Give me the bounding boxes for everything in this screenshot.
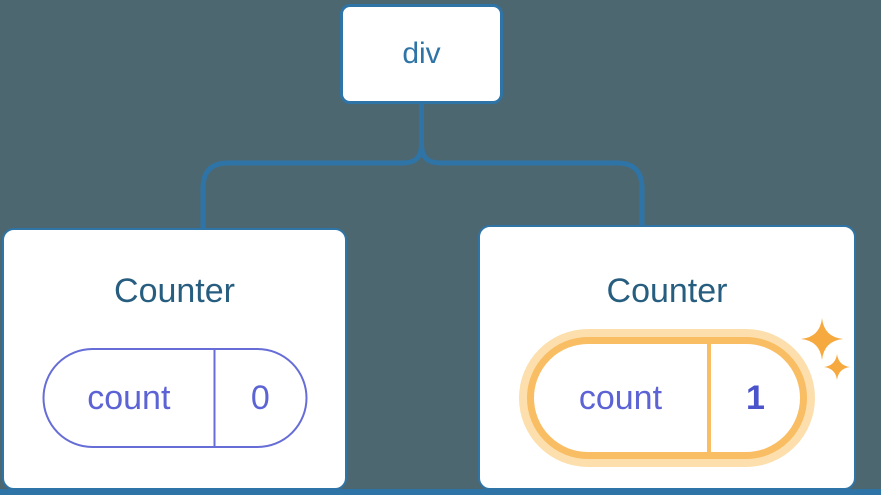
state-key-label: count xyxy=(534,344,711,452)
state-pill: count 0 xyxy=(42,348,307,448)
sparkle-small xyxy=(824,354,850,380)
state-value: 0 xyxy=(250,378,270,417)
bottom-edge-bar xyxy=(0,489,881,495)
connector-branch-right xyxy=(419,103,645,226)
connector-branch-left xyxy=(200,103,424,229)
counter-card-right: Counter count 1 xyxy=(478,225,856,490)
card-title: Counter xyxy=(114,272,235,310)
sparkle-large xyxy=(801,318,843,360)
counter-card-left: Counter count 0 xyxy=(2,228,347,490)
state-pill-highlighted: count 1 xyxy=(527,337,807,459)
state-value: 1 xyxy=(745,378,765,417)
root-node-label: div xyxy=(402,37,441,70)
card-title: Counter xyxy=(606,272,728,310)
state-key-label: count xyxy=(44,350,216,446)
root-node: div xyxy=(340,4,503,104)
